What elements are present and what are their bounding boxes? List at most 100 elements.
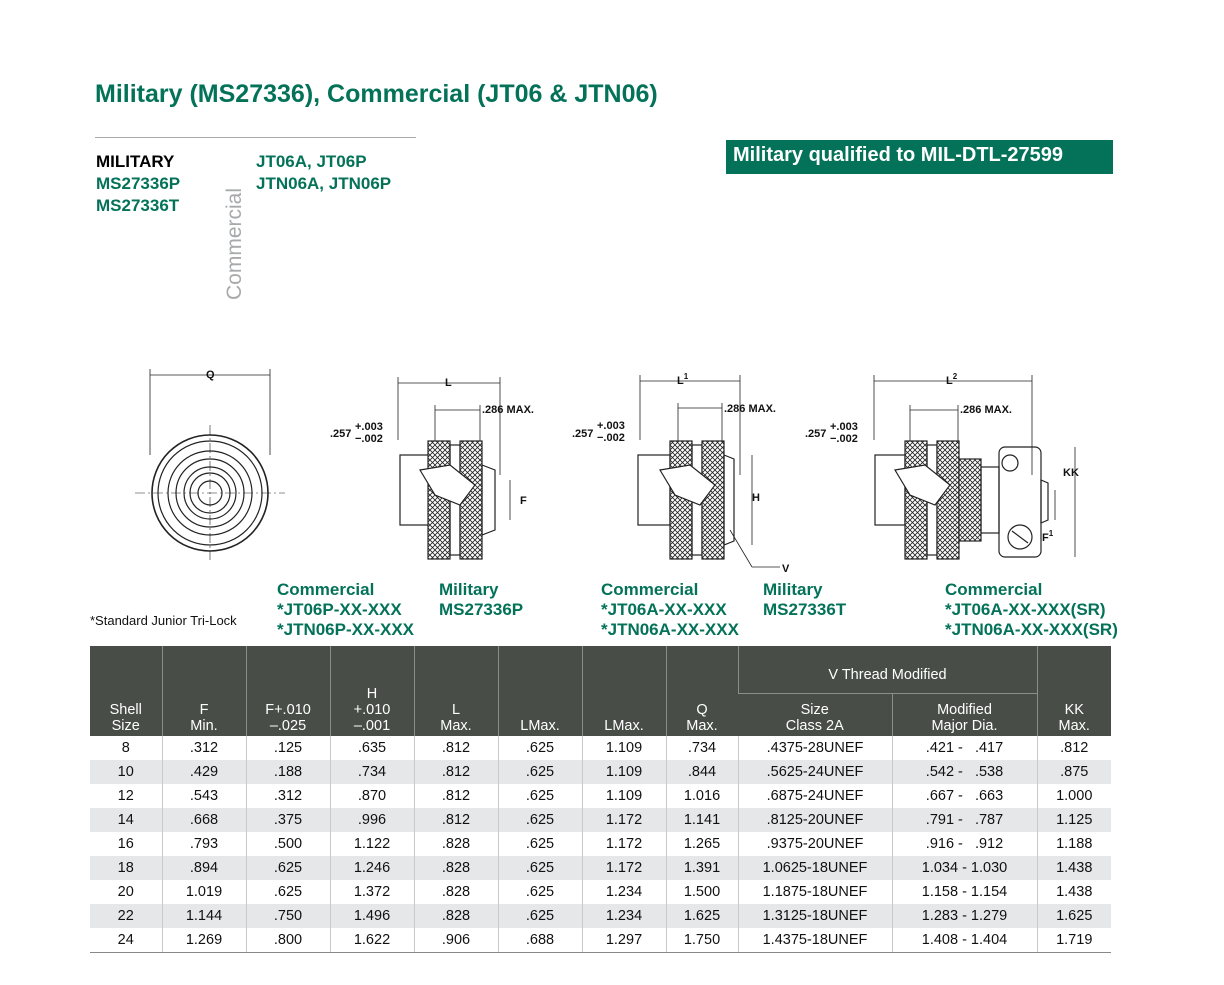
qualification-badge: Military qualified to MIL-DTL-27599 bbox=[726, 140, 1113, 174]
table-cell: 1.500 bbox=[665, 880, 738, 904]
title-rule bbox=[95, 137, 416, 138]
caption-ms27336t: Military MS27336T bbox=[763, 580, 846, 620]
side-view-jt06a: L1 .286 MAX. .257 +.003 −.002 H V bbox=[572, 372, 790, 575]
table-cell: 1.297 bbox=[581, 928, 666, 953]
table-cell: .625 bbox=[497, 808, 582, 832]
table-cell: .429 bbox=[161, 760, 246, 784]
table-cell: 10 bbox=[90, 760, 162, 784]
caption-jt06a: Commercial *JT06A-XX-XXX *JTN06A-XX-XXX bbox=[601, 580, 739, 640]
commercial-vertical-label: Commercial bbox=[223, 188, 246, 301]
caption-line: *JTN06P-XX-XXX bbox=[277, 620, 414, 639]
col-f-tol: F+.010–.025 bbox=[245, 646, 330, 736]
front-view-drawing: Q bbox=[135, 369, 285, 560]
table-cell: 1.141 bbox=[665, 808, 738, 832]
table-cell: 1.144 bbox=[161, 904, 246, 928]
caption-line: Military bbox=[763, 580, 823, 599]
table-cell: 1.372 bbox=[329, 880, 414, 904]
military-part: MS27336P bbox=[96, 174, 181, 193]
table-cell: 1.719 bbox=[1036, 928, 1111, 953]
table-cell: 1.000 bbox=[1036, 784, 1111, 808]
table-cell: 1.122 bbox=[329, 832, 414, 856]
dim-kk: KK bbox=[1063, 467, 1079, 479]
table-cell: .668 bbox=[161, 808, 246, 832]
table-cell: .800 bbox=[245, 928, 330, 953]
table-cell: .625 bbox=[497, 760, 582, 784]
dim-f: F bbox=[520, 495, 527, 507]
table-cell: 1.622 bbox=[329, 928, 414, 953]
table-cell: 1.625 bbox=[1036, 904, 1111, 928]
dim-v: V bbox=[782, 563, 790, 575]
caption-line: *JTN06A-XX-XXX(SR) bbox=[945, 620, 1118, 639]
table-cell: .9375-20UNEF bbox=[737, 832, 892, 856]
military-part: MS27336T bbox=[96, 196, 180, 215]
caption-line: *JT06A-XX-XXX bbox=[601, 600, 727, 619]
table-cell: 1.234 bbox=[581, 904, 666, 928]
table-cell: .625 bbox=[497, 832, 582, 856]
table-cell: 1.269 bbox=[161, 928, 246, 953]
caption-line: MS27336P bbox=[439, 600, 524, 619]
table-cell: 20 bbox=[117, 884, 134, 900]
table-cell: .906 bbox=[413, 928, 498, 953]
table-cell: 1.172 bbox=[581, 856, 666, 880]
table-cell: .667 - .663 bbox=[891, 784, 1037, 808]
table-cell: .996 bbox=[329, 808, 414, 832]
caption-line: MS27336T bbox=[763, 600, 847, 619]
table-cell: 1.172 bbox=[581, 808, 666, 832]
table-cell: .828 bbox=[413, 880, 498, 904]
footnote: *Standard Junior Tri-Lock bbox=[90, 613, 237, 628]
table-cell: 1.246 bbox=[329, 856, 414, 880]
caption-jt06a-sr: Commercial *JT06A-XX-XXX(SR) *JTN06A-XX-… bbox=[945, 580, 1118, 640]
table-cell: 1.172 bbox=[581, 832, 666, 856]
svg-text:L1: L1 bbox=[677, 372, 689, 387]
table-cell: 1.750 bbox=[665, 928, 738, 953]
tol-minus: −.002 bbox=[597, 432, 625, 444]
table-cell: .625 bbox=[497, 880, 582, 904]
dim-286: .286 MAX. bbox=[960, 404, 1012, 416]
table-cell: 1.034 - 1.030 bbox=[891, 856, 1037, 880]
table-cell: .812 bbox=[413, 736, 498, 760]
table-cell: .870 bbox=[329, 784, 414, 808]
table-cell: .625 bbox=[245, 856, 330, 880]
table-cell: .635 bbox=[329, 736, 414, 760]
col-group-v-thread: V Thread Modified bbox=[737, 646, 1037, 694]
table-cell: .625 bbox=[245, 880, 330, 904]
table-cell: 1.408 - 1.404 bbox=[891, 928, 1037, 953]
table-cell: 22 bbox=[90, 904, 162, 928]
table-cell: 1.265 bbox=[665, 832, 738, 856]
svg-text:F1: F1 bbox=[1042, 529, 1054, 544]
table-cell: .828 bbox=[413, 904, 498, 928]
dim-f1-sup: 1 bbox=[1049, 529, 1054, 538]
table-cell: .375 bbox=[245, 808, 330, 832]
caption-line: Commercial bbox=[277, 580, 375, 599]
table-cell: .793 bbox=[161, 832, 246, 856]
tol-base: .257 bbox=[572, 428, 593, 440]
dim-l: L bbox=[445, 377, 452, 389]
military-heading: MILITARY bbox=[96, 152, 175, 171]
dim-286: .286 MAX. bbox=[482, 404, 534, 416]
table-cell: .894 bbox=[161, 856, 246, 880]
table-cell: .625 bbox=[497, 856, 582, 880]
tol-plus: +.003 bbox=[355, 421, 383, 433]
table-cell: 1.283 - 1.279 bbox=[891, 904, 1037, 928]
table-cell: 24 bbox=[90, 928, 162, 953]
dim-l1-sup: 1 bbox=[684, 372, 689, 381]
table-cell: 12 bbox=[117, 788, 134, 804]
dim-q: Q bbox=[206, 369, 215, 381]
caption-line: Commercial bbox=[945, 580, 1043, 599]
table-cell: 1.109 bbox=[581, 784, 666, 808]
dim-l2-sup: 2 bbox=[953, 372, 958, 381]
table-cell: 1.234 bbox=[581, 880, 666, 904]
dim-l2: L bbox=[946, 375, 953, 387]
dim-l1: L bbox=[677, 375, 684, 387]
table-cell: 1.438 bbox=[1036, 880, 1111, 904]
table-cell: .625 bbox=[497, 784, 582, 808]
table-cell: .188 bbox=[245, 760, 330, 784]
table-cell: 1.158 - 1.154 bbox=[891, 880, 1037, 904]
col-l2-max: LMax. bbox=[581, 646, 666, 736]
